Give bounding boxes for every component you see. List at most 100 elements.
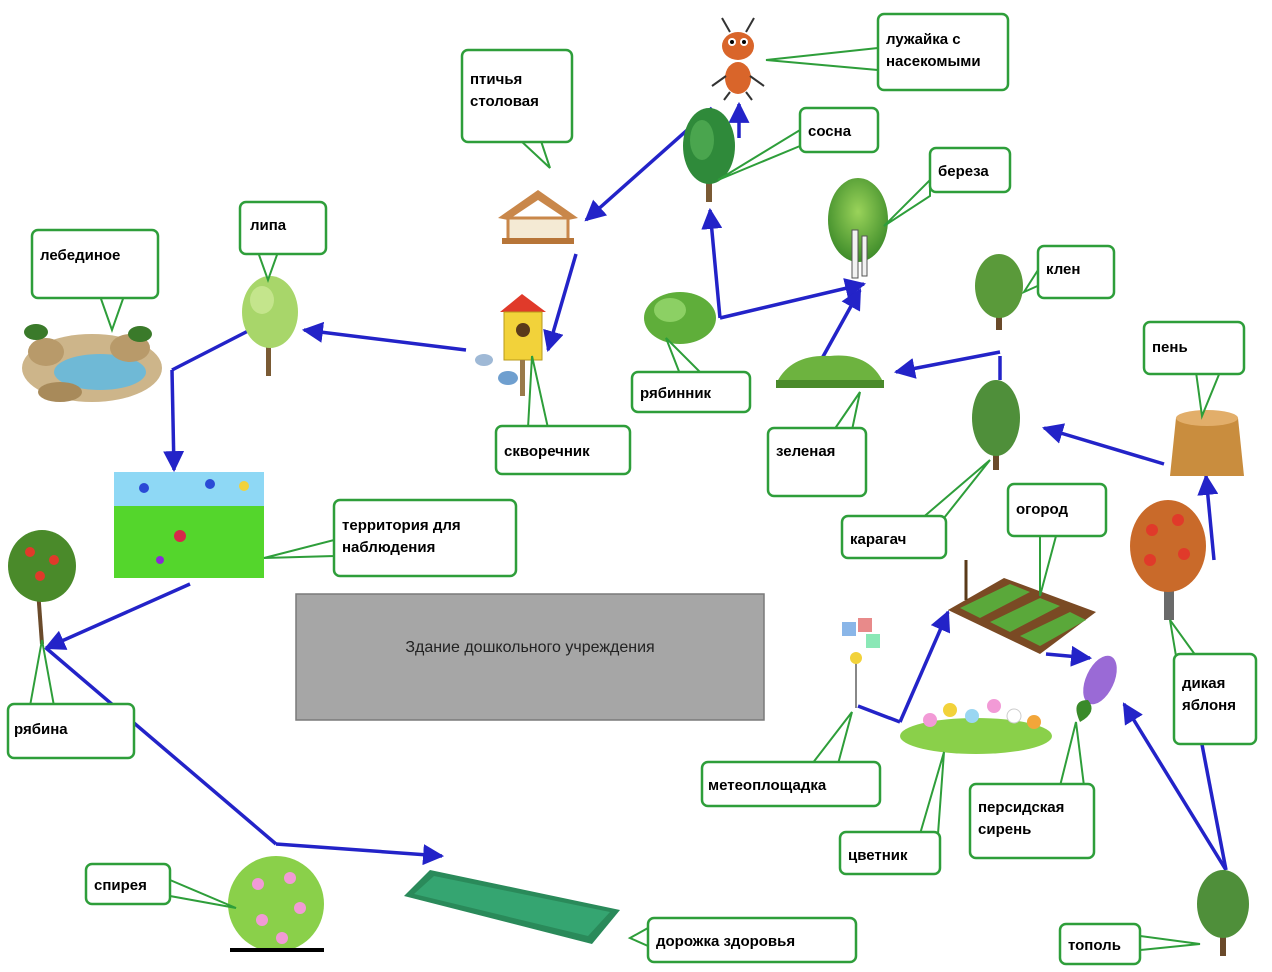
arrow-skvorechnik-to-lipa	[301, 321, 467, 352]
label-karagach: карагач	[850, 531, 906, 548]
birch-tree-icon	[828, 178, 888, 279]
arrow-meteo-to-tsvetnik	[857, 704, 901, 724]
route-arrows	[44, 101, 1228, 871]
arrow-ogorod-to-siren	[1045, 645, 1093, 667]
swan-pond-icon	[22, 324, 162, 402]
arrow-ryabina-to-spireya	[44, 646, 278, 846]
label-bereza: береза	[938, 163, 989, 180]
callout-ptichya: птичья столовая	[460, 48, 574, 169]
label-topol: тополь	[1068, 937, 1121, 954]
arrow-ptichya-to-skvorechnik	[543, 253, 578, 353]
callout-spireya: спирея	[84, 862, 237, 909]
label-persidskaya: персидская	[978, 799, 1064, 816]
arrow-karagach-to-zelenaya	[893, 350, 1001, 379]
label-lipa: липа	[250, 217, 287, 234]
svg-text:зеленая: зеленая	[776, 443, 835, 460]
arrow-lipa-to-lebedinoe	[171, 328, 251, 372]
callout-zelenaya: зеленая	[766, 391, 868, 498]
svg-text:липа: липа	[250, 217, 287, 234]
label-territoriya-line2: наблюдения	[342, 539, 435, 556]
callout-dorozhka: дорожка здоровья	[627, 916, 858, 964]
label-dikaya-line2: яблоня	[1182, 697, 1236, 714]
birdhouse-icon	[475, 294, 546, 396]
label-lebedinoe: лебединое	[40, 247, 120, 264]
svg-text:клен: клен	[1046, 261, 1080, 278]
vegetable-garden-icon	[948, 560, 1096, 654]
svg-text:тополь: тополь	[1068, 937, 1121, 954]
label-dorozhka: дорожка здоровья	[656, 933, 795, 950]
label-luzhayka-line2: насекомыми	[886, 53, 981, 70]
health-path-icon	[404, 870, 620, 944]
callout-dikaya: дикая яблоня	[1169, 619, 1258, 746]
label-zelenaya: зеленая	[776, 443, 835, 460]
callout-sosna: сосна	[717, 106, 880, 181]
svg-text:огород: огород	[1016, 501, 1069, 518]
flower-bed-icon	[900, 699, 1052, 754]
meadow-icon	[114, 472, 264, 578]
callout-pen: пень	[1142, 320, 1246, 420]
svg-text:береза: береза	[938, 163, 989, 180]
label-pen: пень	[1152, 339, 1188, 356]
lilac-icon	[1076, 655, 1117, 722]
label-klen: клен	[1046, 261, 1080, 278]
rowan-tree-icon	[8, 530, 76, 645]
label-ptichya-line2: столовая	[470, 93, 539, 110]
label-dikaya: дикая	[1182, 675, 1225, 692]
svg-text:лебединое: лебединое	[40, 247, 120, 264]
spirea-bush-icon	[228, 856, 324, 952]
label-ogorod: огород	[1016, 501, 1069, 518]
svg-text:пень: пень	[1152, 339, 1188, 356]
callout-klen: клен	[1021, 244, 1116, 300]
rowan-bush-icon	[644, 292, 716, 344]
callout-ogorod: огород	[1006, 482, 1108, 597]
arrow-topol-to-siren	[1122, 702, 1228, 871]
label-territoriya: территория для	[342, 517, 461, 534]
svg-text:цветник: цветник	[848, 847, 908, 864]
arrow-lebedinoe-to-territoriya	[163, 369, 185, 473]
apple-tree-icon	[1130, 500, 1206, 620]
preschool-building: Здание дошкольного учреждения	[295, 593, 765, 721]
callout-bereza: береза	[883, 146, 1012, 227]
svg-text:сосна: сосна	[808, 123, 852, 140]
callout-lebedinoe: лебединое	[30, 228, 160, 334]
svg-text:дорожка здоровья: дорожка здоровья	[656, 933, 795, 950]
callout-lipa: липа	[238, 200, 328, 283]
bird-feeder-icon	[498, 190, 578, 244]
arrow-tsvetnik-to-ogorod	[898, 610, 951, 723]
weather-station-icon	[842, 618, 880, 708]
green-hedge-icon	[776, 355, 884, 388]
callout-skvorechnik: скворечник	[494, 355, 632, 476]
svg-text:спирея: спирея	[94, 877, 147, 894]
callout-topol: тополь	[1058, 922, 1201, 966]
label-spireya: спирея	[94, 877, 147, 894]
callout-karagach: карагач	[840, 459, 991, 560]
arrow-spireya-to-dorozhka	[275, 842, 445, 866]
ant-icon	[711, 17, 765, 101]
arrow-ryabinnik-to-sosna	[701, 207, 723, 319]
lime-tree-icon	[242, 276, 298, 376]
callout-meteo: метеоплощадка	[700, 711, 882, 808]
poplar-tree-icon	[1197, 870, 1249, 956]
callout-territoriya: территория для наблюдения	[263, 498, 518, 578]
building-label: Здание дошкольного учреждения	[405, 639, 654, 656]
label-sosna: сосна	[808, 123, 852, 140]
callout-ryabinnik: рябинник	[630, 337, 752, 414]
arrow-ryabinnik-to-bereza	[719, 278, 867, 320]
svg-text:рябина: рябина	[14, 721, 68, 738]
pine-tree-icon	[683, 108, 735, 202]
label-ryabinnik: рябинник	[640, 385, 712, 402]
maple-tree-icon	[975, 254, 1023, 330]
label-meteo: метеоплощадка	[708, 777, 827, 794]
svg-text:карагач: карагач	[850, 531, 906, 548]
label-tsvetnik: цветник	[848, 847, 908, 864]
label-ptichya: птичья	[470, 71, 522, 88]
label-skvorechnik: скворечник	[504, 443, 590, 460]
